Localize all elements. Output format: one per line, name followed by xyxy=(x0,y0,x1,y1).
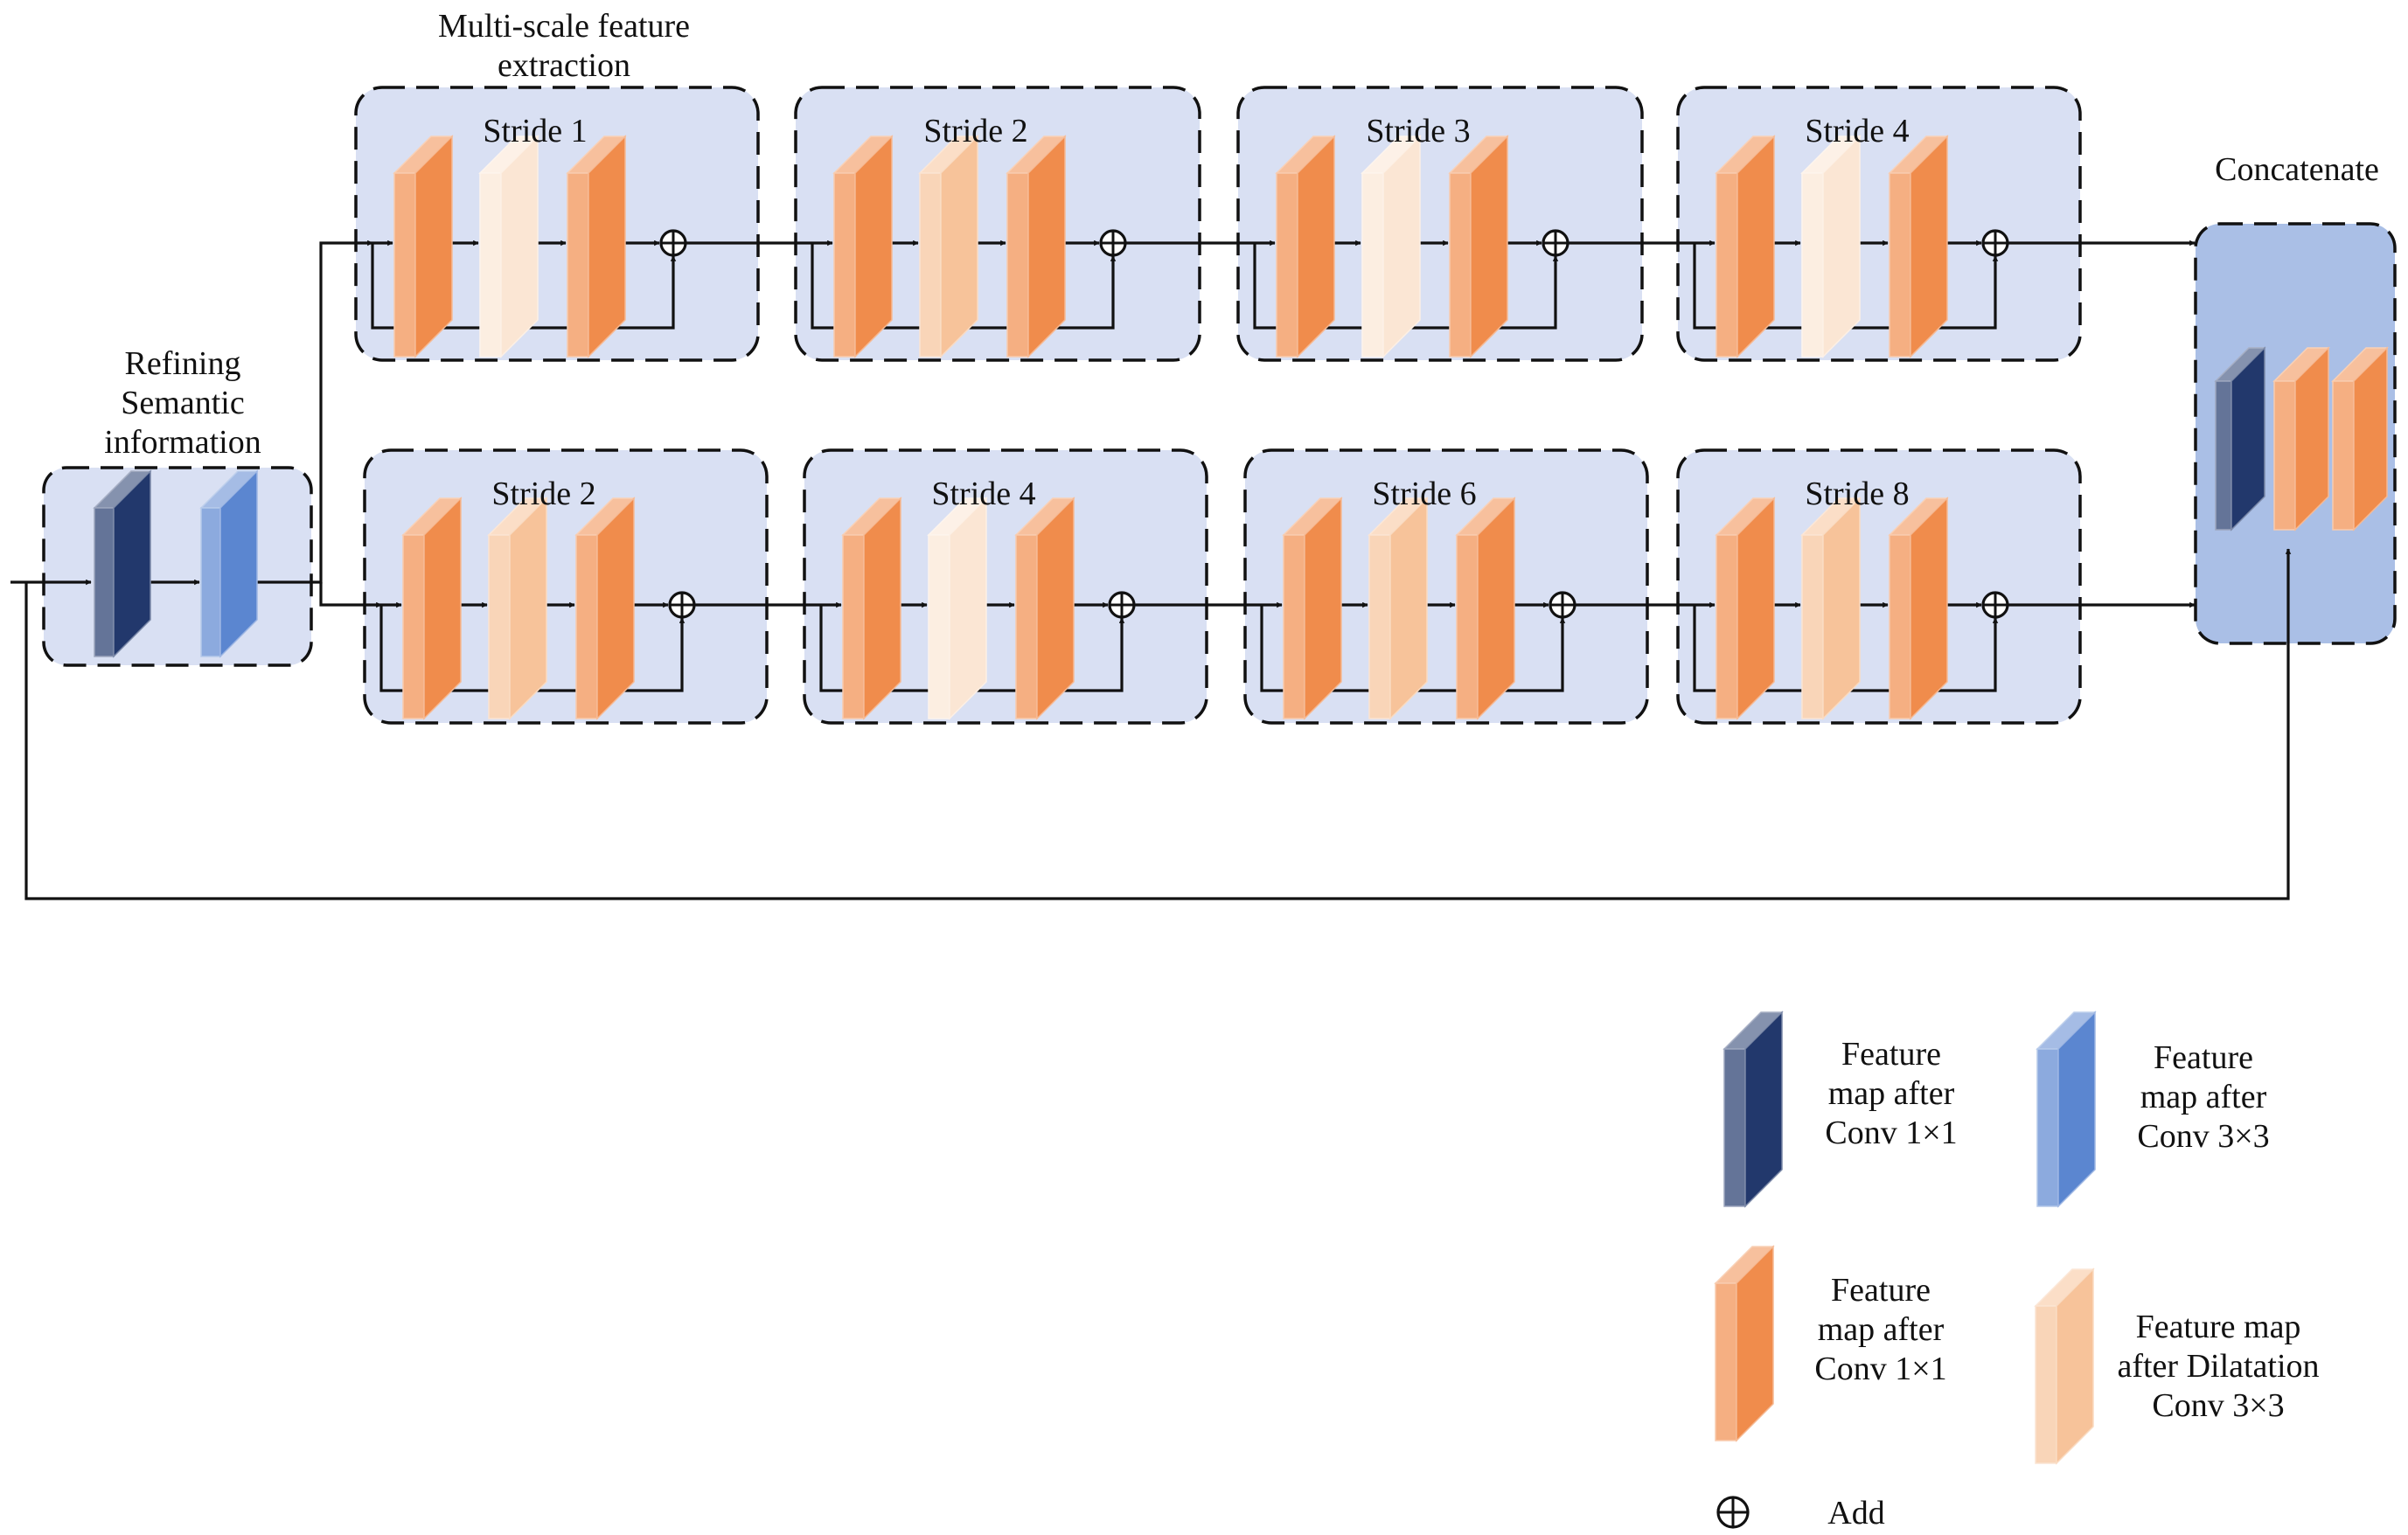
block-layer xyxy=(93,135,2389,1465)
add-icon xyxy=(1542,229,1569,257)
stride-group-bottom-3 xyxy=(1243,448,1649,725)
legend-conv1x1-blue xyxy=(1722,1011,1784,1208)
refining-group xyxy=(42,466,313,667)
stride-group-top-1 xyxy=(354,86,760,362)
dilated-conv3x3-block xyxy=(487,497,548,720)
legend-conv1x1-orange xyxy=(1714,1245,1775,1442)
refining-title-line: Refining xyxy=(125,345,241,382)
conv3x3-blue-block xyxy=(199,469,259,658)
conv1x1-block xyxy=(1006,135,1067,358)
branch-bottom xyxy=(319,582,382,608)
stride-group-top-4 xyxy=(1676,86,2082,362)
legend-text-dilation-line: after Dilatation xyxy=(2117,1348,2319,1385)
conv1x1-block xyxy=(1715,497,1776,720)
conv1x1-block xyxy=(566,135,627,358)
refining-title-line: information xyxy=(104,424,261,461)
conv1x1-block xyxy=(401,497,463,720)
concat-orange-map-2 xyxy=(2331,346,2389,531)
dilated-conv3x3-block xyxy=(927,497,988,720)
conv1x1-block xyxy=(1448,135,1509,358)
stride-label: Stride 1 xyxy=(483,113,587,149)
dilated-conv3x3-block xyxy=(918,135,979,358)
add-icon xyxy=(1981,591,2009,619)
legend-add-icon xyxy=(1716,1496,1750,1529)
add-icon xyxy=(1099,229,1127,257)
refining-title-line: Semantic xyxy=(121,385,244,421)
legend-text-conv1-orange-line: map after xyxy=(1818,1311,1945,1348)
legend-text-conv3-blue-line: map after xyxy=(2140,1079,2267,1115)
conv1x1-block xyxy=(1282,497,1343,720)
add-icon xyxy=(1548,591,1576,619)
stride-group-bottom-4 xyxy=(1676,448,2082,725)
conv1x1-block xyxy=(1014,497,1075,720)
label-layer: Stride 1 Stride 2 Stride 3 Stride 4 Stride 2… xyxy=(104,8,2379,1532)
dilated-conv3x3-block xyxy=(1368,497,1429,720)
conv1x1-block xyxy=(574,497,636,720)
add-icon xyxy=(668,591,696,619)
legend-text-conv1-blue-line: Conv 1×1 xyxy=(1825,1115,1957,1151)
multiscale-title-line: extraction xyxy=(498,47,630,84)
stride-label: Stride 2 xyxy=(923,113,1027,149)
branch-top xyxy=(234,240,373,584)
conv1x1-block xyxy=(841,497,902,720)
multiscale-title-line: Multi-scale feature xyxy=(438,8,690,45)
legend-text-conv1-blue-line: Feature xyxy=(1841,1036,1941,1073)
stride-label: Stride 8 xyxy=(1805,476,1909,512)
stride-group-top-3 xyxy=(1236,86,1644,362)
stride-label: Stride 2 xyxy=(491,476,595,512)
add-icon xyxy=(1981,229,2009,257)
stride-label: Stride 4 xyxy=(931,476,1035,512)
conv1x1-block xyxy=(1888,135,1949,358)
stride-label: Stride 6 xyxy=(1372,476,1476,512)
stride-label: Stride 4 xyxy=(1805,113,1909,149)
dilated-conv3x3-block xyxy=(1800,497,1862,720)
stride-group-bottom-1 xyxy=(363,448,769,725)
stride-label: Stride 3 xyxy=(1366,113,1470,149)
add-icon xyxy=(659,229,687,257)
legend-text-conv3-blue-line: Feature xyxy=(2154,1039,2253,1076)
conv1x1-block xyxy=(1455,497,1516,720)
legend-text-conv1-blue-line: map after xyxy=(1828,1075,1955,1112)
legend-text-conv1-orange-line: Conv 1×1 xyxy=(1814,1351,1946,1387)
legend-text-dilation-line: Feature map xyxy=(2136,1309,2301,1345)
conv1x1-block xyxy=(1715,135,1776,358)
conv1x1-blue-block xyxy=(93,469,152,658)
dilated-conv3x3-block xyxy=(478,135,539,358)
add-icon xyxy=(1108,591,1136,619)
concat-blue-map xyxy=(2214,346,2266,531)
concat-orange-map xyxy=(2272,346,2330,531)
legend-text-conv3-blue-line: Conv 3×3 xyxy=(2137,1118,2269,1155)
global-skip xyxy=(24,548,2292,900)
legend-text-dilation-line: Conv 3×3 xyxy=(2152,1387,2284,1424)
legend-conv3x3-blue xyxy=(2036,1011,2097,1208)
conv1x1-block xyxy=(393,135,454,358)
conv1x1-block xyxy=(1888,497,1949,720)
stride-group-top-2 xyxy=(794,86,1201,362)
conv1x1-block xyxy=(1275,135,1336,358)
dilated-conv3x3-block xyxy=(1361,135,1422,358)
group-layer xyxy=(42,86,2397,725)
conv1x1-block xyxy=(832,135,894,358)
dilated-conv3x3-block xyxy=(1800,135,1862,358)
legend-add-label: Add xyxy=(1827,1495,1884,1532)
legend-dilation-conv xyxy=(2034,1268,2095,1465)
legend-text-conv1-orange-line: Feature xyxy=(1831,1272,1931,1309)
concatenate-title: Concatenate xyxy=(2215,151,2379,188)
stride-group-bottom-2 xyxy=(803,448,1208,725)
